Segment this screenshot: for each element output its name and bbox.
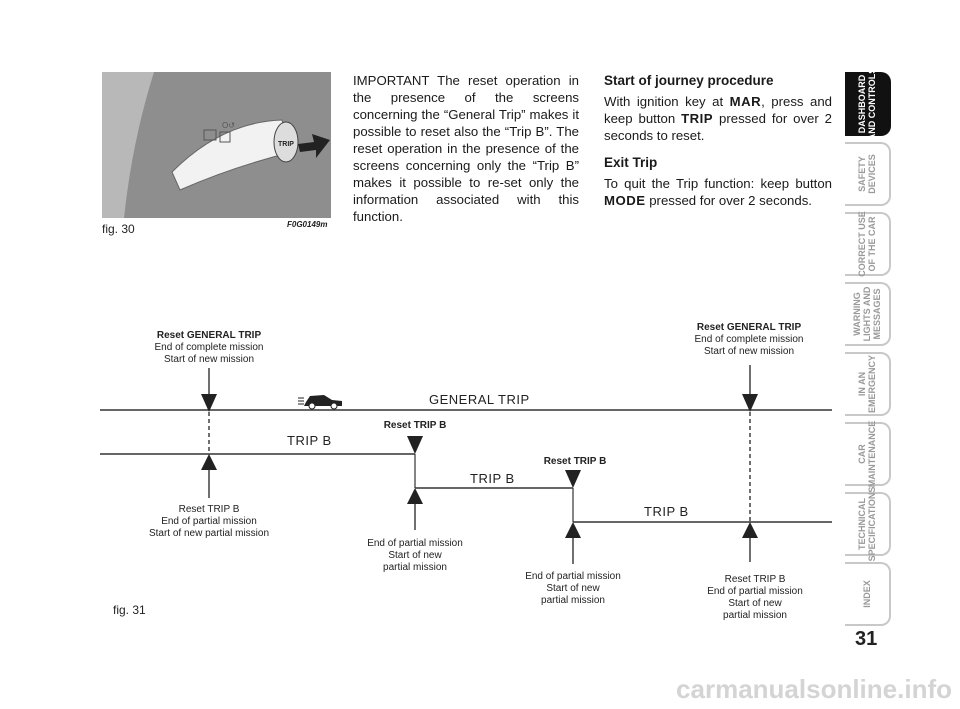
start-paragraph: With ignition key at MAR, press and keep… <box>604 94 833 143</box>
trip-button-ref: TRIP <box>681 111 714 126</box>
reset-trip-b-top-2: Reset TRIP B <box>543 456 607 467</box>
trip-diagram: GENERAL TRIP TRIP B TRIP B TRIP B Reset … <box>100 300 835 630</box>
start-heading: Start of journey procedure <box>604 73 774 88</box>
right-column: Start of journey procedure With ignition… <box>604 72 832 217</box>
trip-b-label-2: TRIP B <box>470 471 515 486</box>
important-note: IMPORTANT The reset operation in the pre… <box>353 72 579 233</box>
general-trip-label: GENERAL TRIP <box>429 392 530 407</box>
fig31-label: fig. 31 <box>113 603 146 617</box>
stalk-illustration: O↺ TRIP <box>102 72 331 218</box>
page-number: 31 <box>855 628 878 650</box>
tab-index[interactable]: INDEX <box>845 562 891 626</box>
exit-heading: Exit Trip <box>604 155 658 170</box>
svg-text:TRIP: TRIP <box>278 141 294 148</box>
mode-button-ref: MODE <box>604 193 646 208</box>
fig30-label: fig. 30 <box>102 222 135 236</box>
trip-b-label-1: TRIP B <box>287 433 332 448</box>
important-paragraph: IMPORTANT The reset operation in the pre… <box>353 73 579 224</box>
key-mar: MAR <box>729 94 762 109</box>
fig30-photo: O↺ TRIP <box>102 72 331 218</box>
car-icon <box>298 395 342 410</box>
exit-paragraph: To quit the Trip function: keep button M… <box>604 176 832 208</box>
trip-b-label-3: TRIP B <box>644 504 689 519</box>
trip-diagram-lines <box>100 365 832 564</box>
fig30-code: F0G0149m <box>287 220 328 229</box>
watermark-url: carmanualsonline.info <box>676 674 952 704</box>
reset-trip-b-top-1: Reset TRIP B <box>383 420 447 431</box>
svg-text:O↺: O↺ <box>222 121 235 130</box>
